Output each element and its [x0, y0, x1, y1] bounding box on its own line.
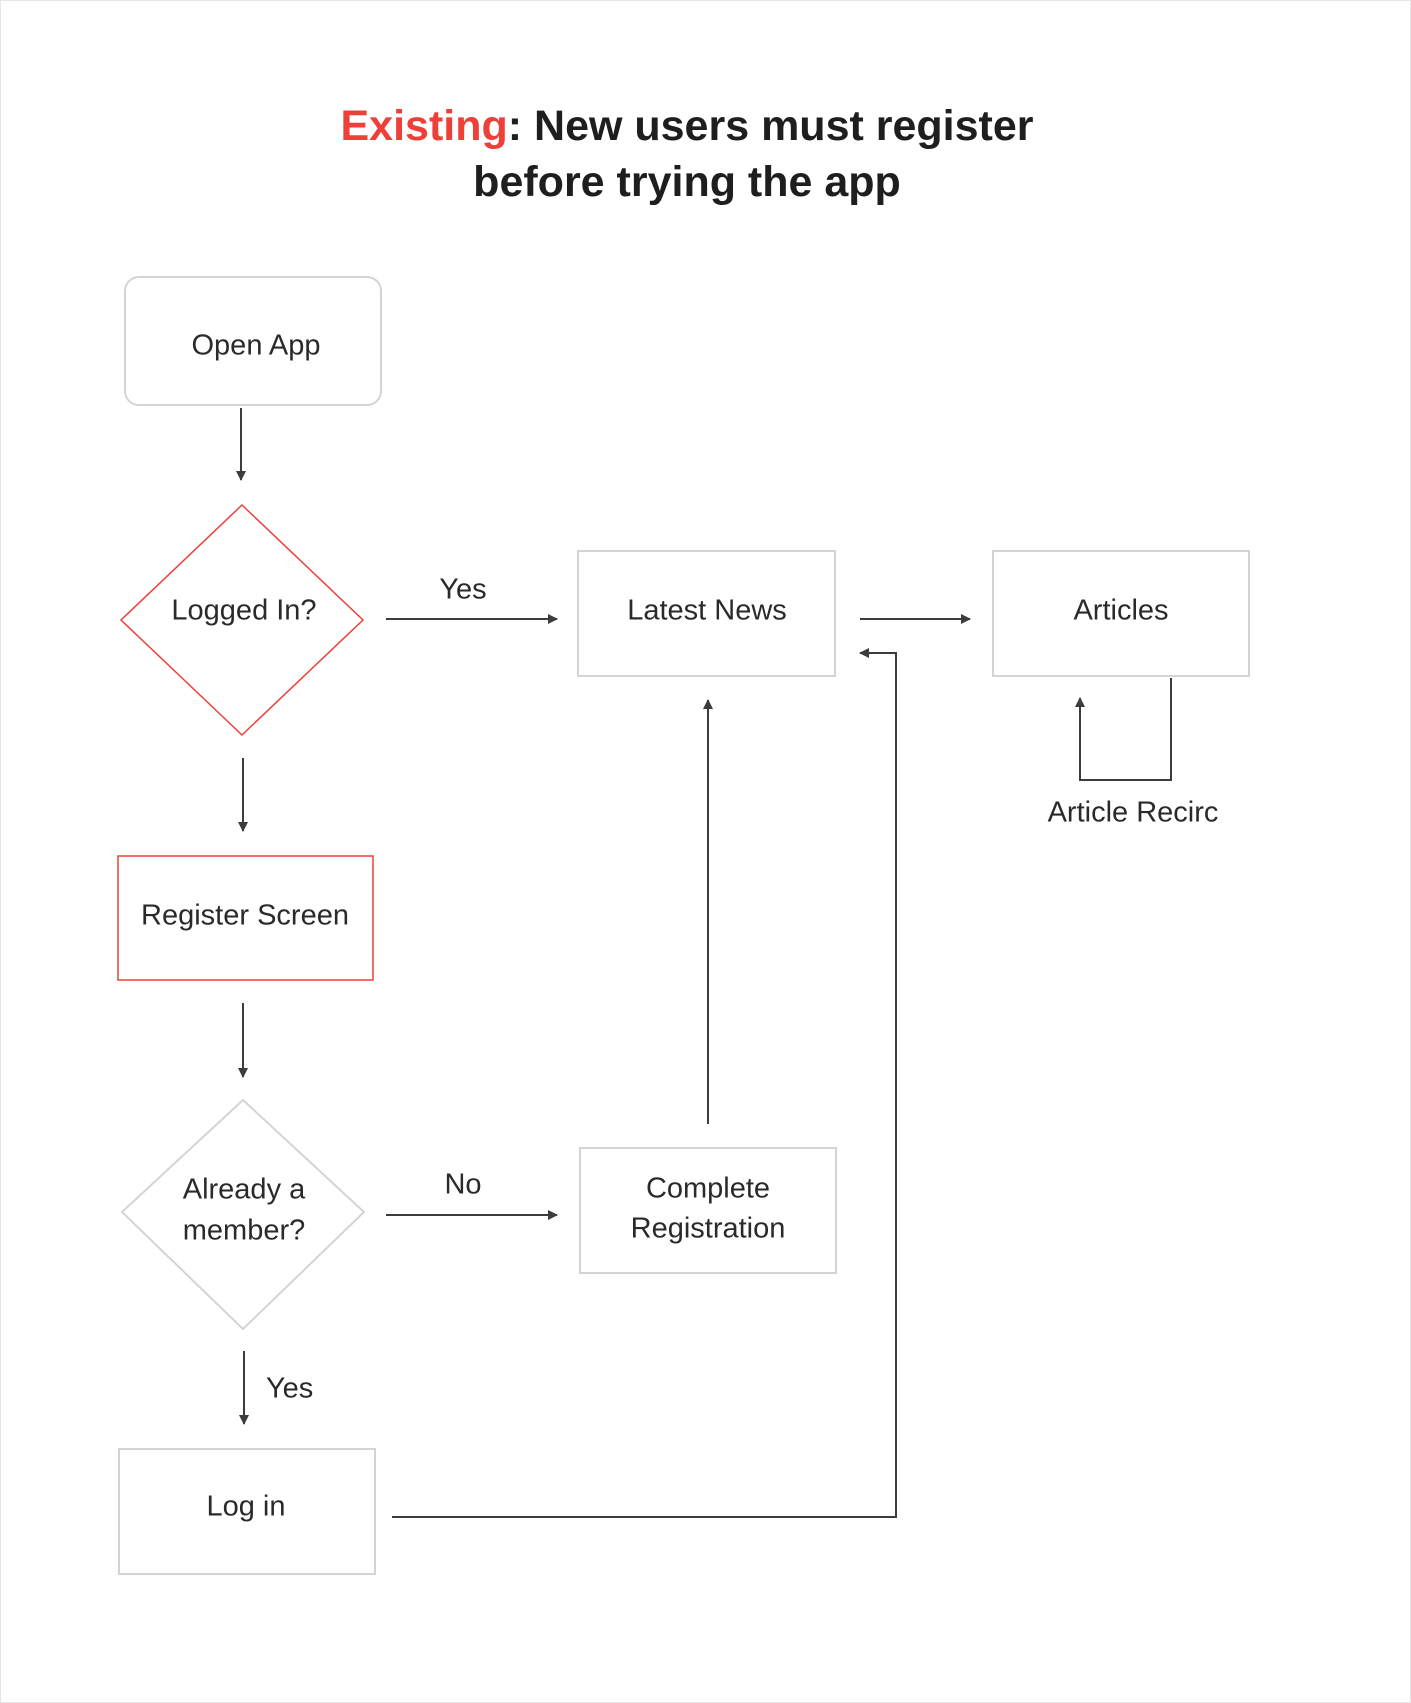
node-open-app: Open App [124, 276, 382, 406]
node-open-app-label: Open App [192, 330, 321, 362]
edge-article-recirc-loop [1075, 678, 1172, 781]
edge-label-member-yes: Yes [266, 1373, 313, 1405]
node-logged-in-label: Logged In? [171, 595, 316, 627]
node-logged-in: Logged In? [119, 503, 365, 737]
title-line2: before trying the app [473, 158, 901, 206]
node-latest-news-label: Latest News [627, 595, 787, 627]
node-complete-registration-label-line2: Registration [631, 1213, 786, 1245]
node-articles-label: Articles [1073, 595, 1168, 627]
title-highlight: Existing [340, 102, 508, 150]
node-complete-registration: Complete Registration [579, 1147, 837, 1274]
node-register-screen: Register Screen [117, 855, 374, 981]
node-log-in-label: Log in [206, 1491, 285, 1523]
edge-label-member-no: No [444, 1169, 481, 1201]
node-already-member-label-line1: Already a [183, 1174, 306, 1206]
node-already-member: Already a member? [120, 1098, 366, 1331]
title-line1-rest: : New users must register [507, 102, 1034, 150]
edge-label-article-recirc: Article Recirc [1048, 797, 1219, 829]
node-complete-registration-label-line1: Complete [646, 1173, 770, 1205]
node-already-member-label-line2: member? [183, 1215, 306, 1247]
node-register-screen-label: Register Screen [141, 900, 349, 932]
node-articles: Articles [992, 550, 1250, 677]
page-title: Existing: New users must register before… [0, 98, 1374, 210]
node-log-in: Log in [118, 1448, 376, 1575]
node-latest-news: Latest News [577, 550, 836, 677]
edge-log-in-to-latest-news [392, 648, 897, 1518]
edge-label-logged-in-yes: Yes [439, 574, 486, 606]
